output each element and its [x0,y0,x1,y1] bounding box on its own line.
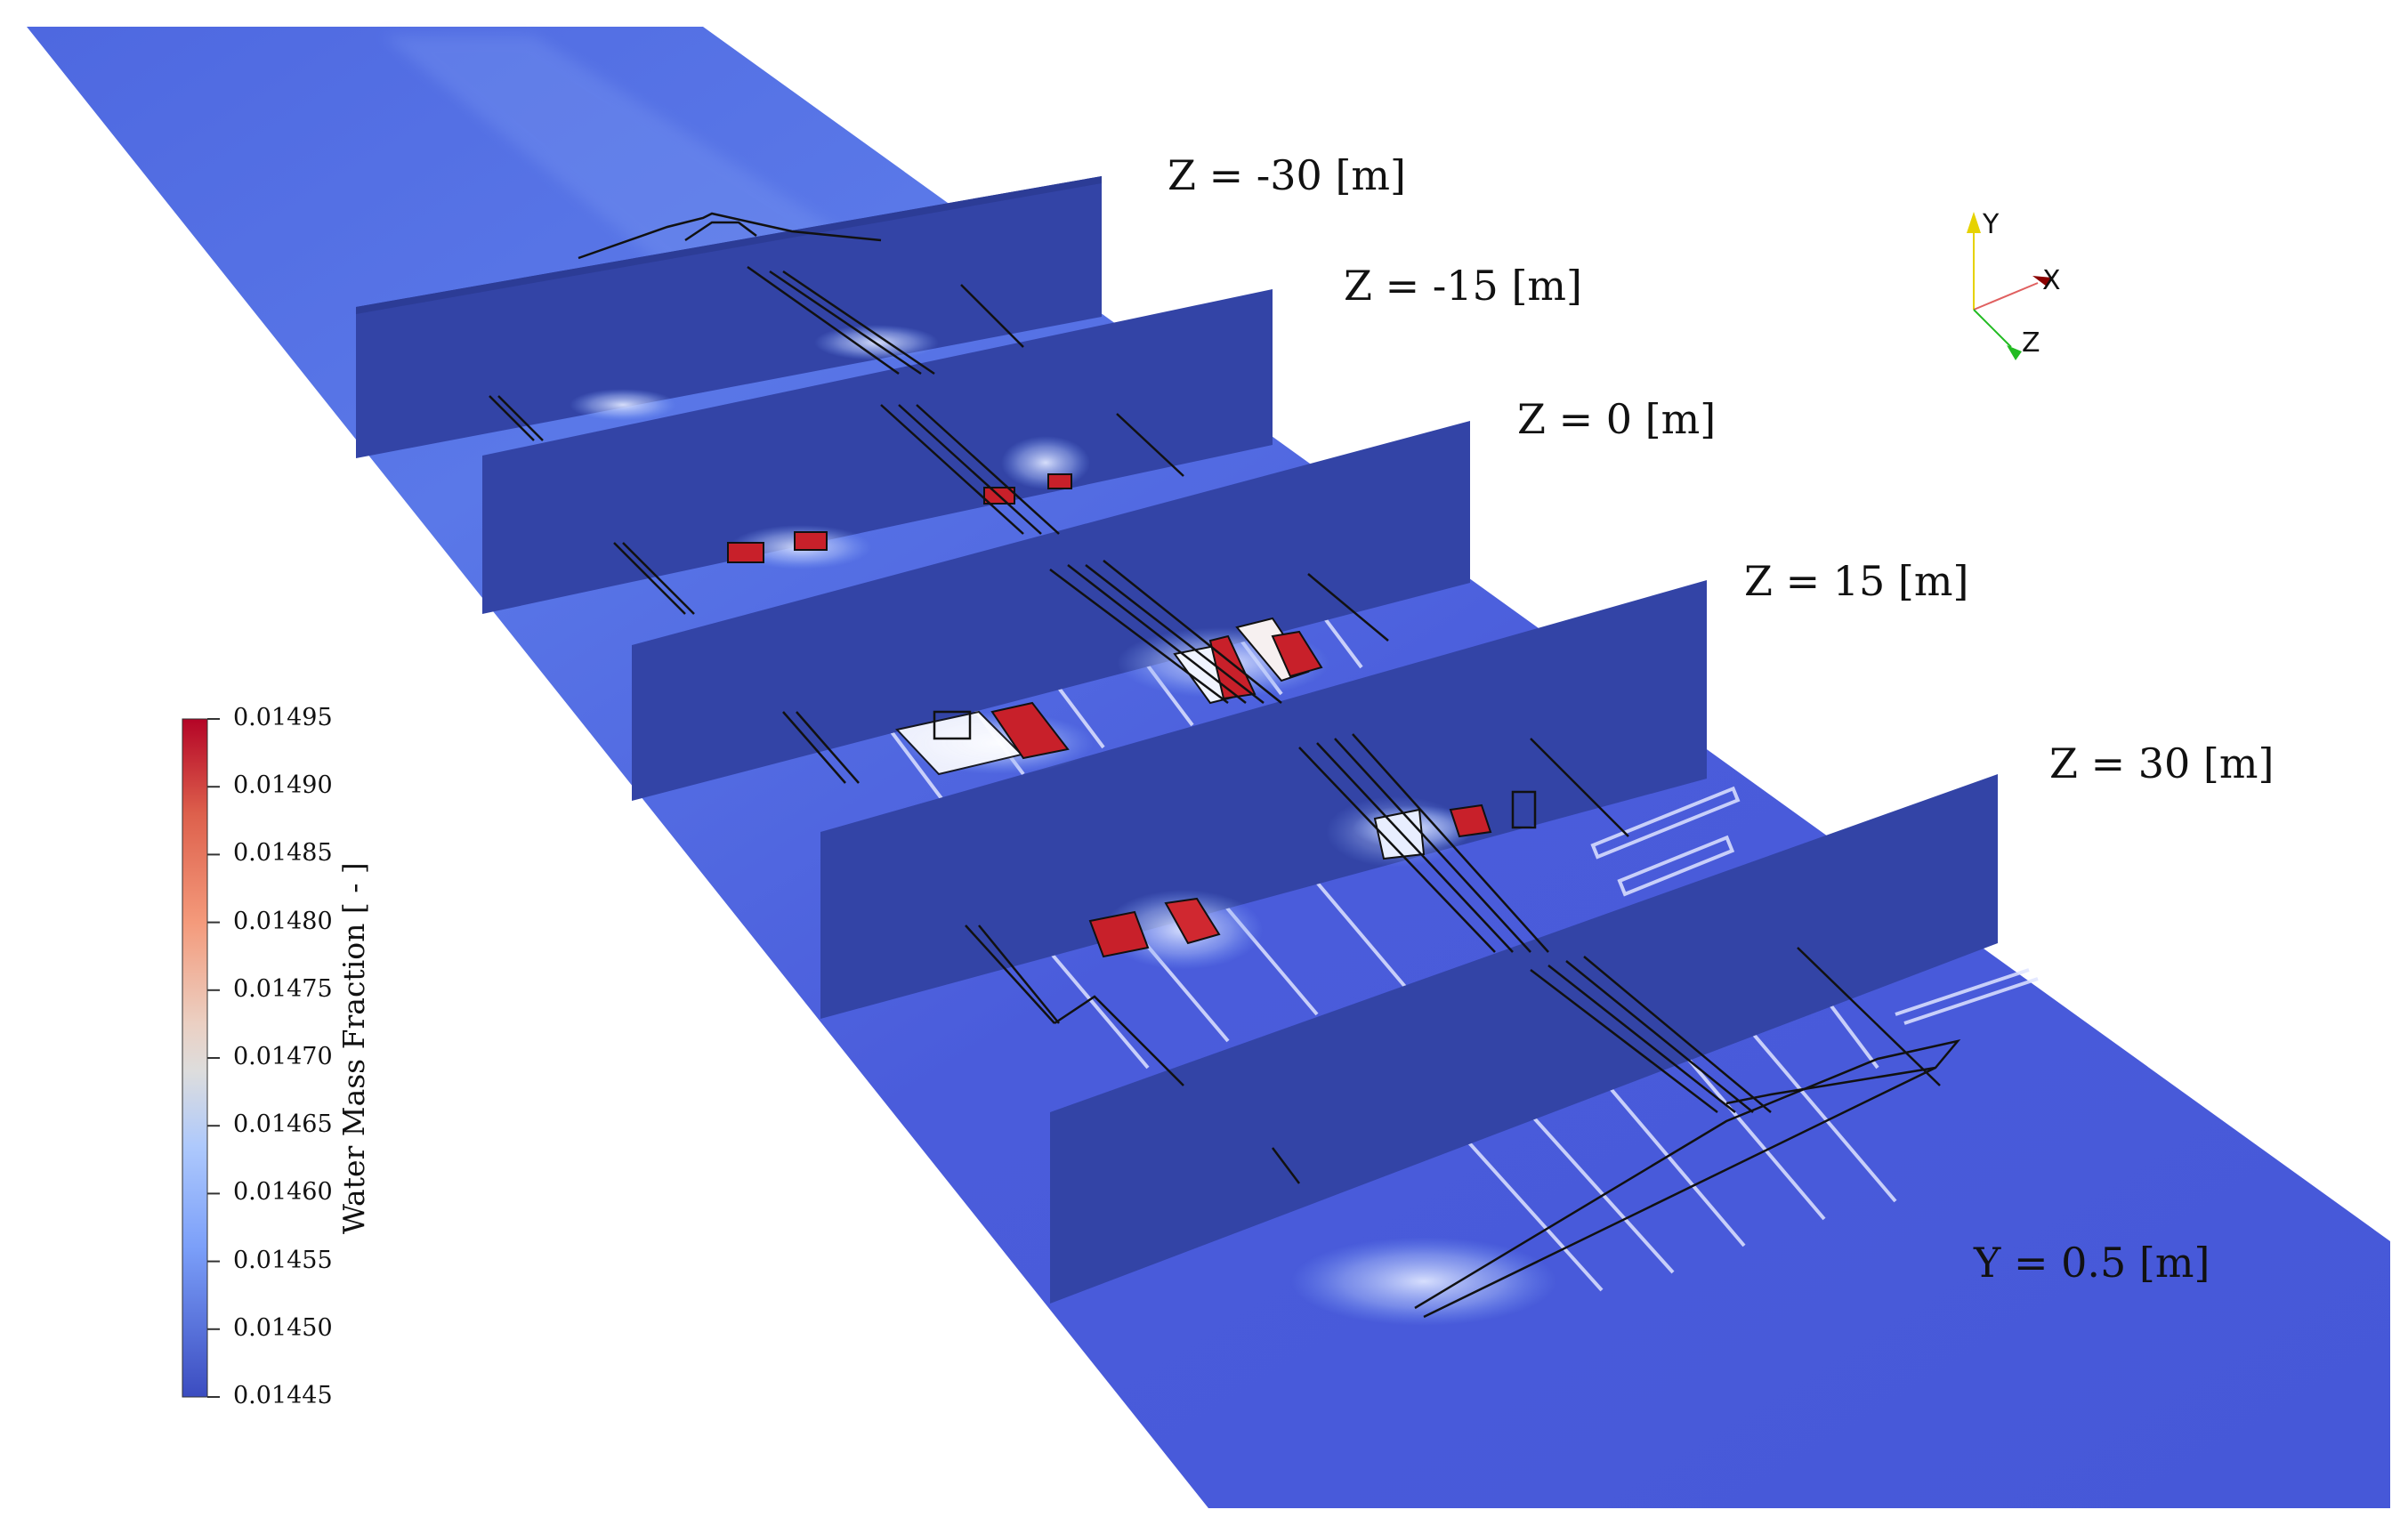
axis-y-label: Y [1982,209,2000,240]
colorbar-ticks [207,718,220,1398]
axis-z-label: Z [2022,327,2040,359]
colorbar-tick-label: 0.01495 [233,704,333,731]
colorbar-tick-label: 0.01470 [233,1043,333,1070]
slice-z-30 [1050,774,1998,1304]
colorbar-tick-label: 0.01475 [233,974,333,1003]
slice-edge-z-m30 [356,176,1102,314]
label-z-m15: Z = -15 [m] [1344,262,1582,310]
colorbar-tick-label: 0.01480 [233,907,333,935]
axis-y-arrow-icon [1967,212,1981,233]
slice-z-15 [820,580,1707,1019]
axis-z-line [1973,309,2012,348]
axis-x-line [1973,282,2039,311]
slice-z-0 [632,421,1470,801]
colorbar-bar [182,718,208,1398]
colorbar-tick-label: 0.01460 [233,1178,333,1207]
label-z-m30: Z = -30 [m] [1168,151,1406,199]
axis-x-label: X [2042,265,2061,296]
axis-x-arrow-icon [2032,276,2052,287]
colorbar-tick-label: 0.01445 [233,1382,333,1409]
label-y-05: Y = 0.5 [m] [1974,1239,2210,1287]
colorbar-tick-label: 0.01485 [233,839,333,868]
slice-z-m15 [482,289,1273,614]
label-z-0: Z = 0 [m] [1517,395,1717,443]
geometry-wireframe [489,212,1961,1319]
colorbar-tick-label: 0.01450 [233,1313,333,1342]
axes-triad: Y X Z [1967,209,2061,360]
colorbar-tick-label: 0.01490 [233,771,333,800]
label-z-15: Z = 15 [m] [1744,557,1969,605]
colorbar [182,718,220,1398]
colorbar-tick-label: 0.01465 [233,1110,333,1139]
colorbar-tick-label: 0.01455 [233,1246,333,1274]
label-z-30: Z = 30 [m] [2049,739,2275,787]
slice-z-m30 [356,176,1102,458]
colorbar-title: Water Mass Fraction [ - ] [336,862,371,1234]
axis-z-arrow-icon [2007,345,2022,360]
